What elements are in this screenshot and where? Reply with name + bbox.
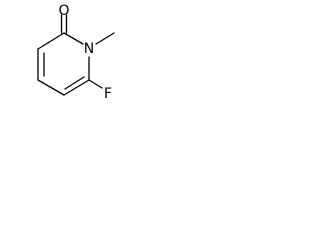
atom-label-oxygen: O <box>58 3 69 19</box>
bond-c5-c6 <box>63 79 90 96</box>
bond-n1-methyl <box>95 32 115 45</box>
bond-c4-c5 <box>37 79 65 96</box>
molecule-diagram: O N F <box>37 3 115 102</box>
bond-c6-f <box>88 79 103 89</box>
atom-label-nitrogen: N <box>84 41 94 57</box>
bond-c2-c3 <box>37 32 65 50</box>
bond-n1-c2 <box>63 32 84 45</box>
atom-label-fluorine: F <box>104 86 112 102</box>
bond-c5-c6-inner <box>64 76 85 90</box>
